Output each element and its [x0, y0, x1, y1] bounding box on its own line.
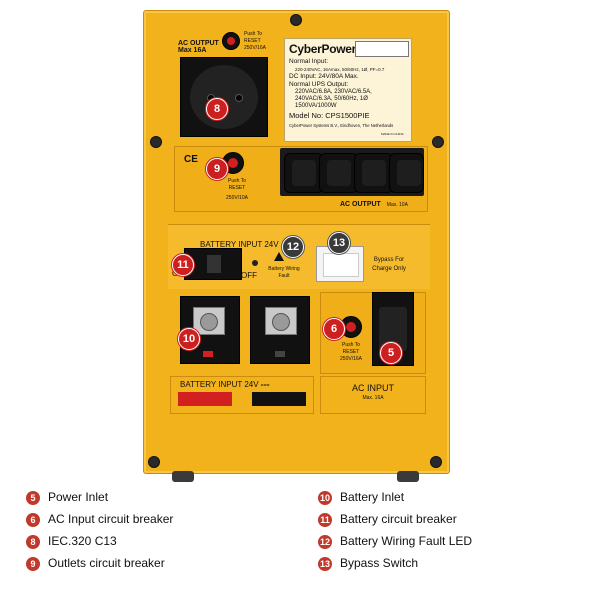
outlet-recess	[397, 160, 421, 186]
ac-input-label: AC INPUT	[351, 383, 394, 393]
callout-10: 10	[178, 328, 200, 350]
reset-button-red	[227, 37, 235, 45]
callout-8: 8	[206, 98, 228, 120]
c13-outlet-2[interactable]	[319, 153, 359, 193]
ac-input-max: Max. 16A	[362, 395, 384, 401]
positive-marker	[203, 351, 213, 357]
legend-label-6: AC Input circuit breaker	[48, 512, 174, 526]
screw-left-upper	[150, 136, 162, 148]
reset-button-red	[346, 322, 356, 332]
ce-mark: CE	[184, 154, 198, 165]
legend-label-8: IEC.320 C13	[48, 534, 117, 548]
battery-fault-led	[252, 260, 258, 266]
spec-line-4: 220VAC/6.8A, 230VAC/6.5A,	[295, 89, 372, 95]
legend-badge-10: 10	[318, 491, 332, 505]
legend-label-11: Battery circuit breaker	[340, 512, 457, 526]
battery-input-bottom-label: BATTERY INPUT 24V ===	[180, 380, 270, 389]
spec-line-3: Normal UPS Output:	[289, 81, 349, 88]
screw-head	[200, 313, 218, 331]
positive-strip	[178, 392, 232, 406]
spec-line-9: MADE IN CHINA	[381, 132, 404, 136]
battery-terminal-negative[interactable]	[250, 296, 310, 364]
ac-output-top-label: AC OUTPUT Max 16A	[178, 40, 219, 54]
spec-line-8: CyberPower Systems B.V., Eindhoven, The …	[289, 123, 394, 128]
socket-hole-right	[235, 94, 243, 102]
spec-line-6: 1500VA/1000W	[295, 103, 337, 109]
legend-badge-13: 13	[318, 557, 332, 571]
callout-6: 6	[323, 318, 345, 340]
reset-button-red	[228, 158, 238, 168]
c13-outlet-1[interactable]	[284, 153, 324, 193]
screw-right-lower	[430, 456, 442, 468]
push-reset-low: Push To RESET 250V/16A	[340, 342, 362, 362]
foot-right	[397, 471, 419, 482]
legend-label-12: Battery Wiring Fault LED	[340, 534, 473, 548]
foot-left	[172, 471, 194, 482]
bypass-switch[interactable]	[316, 246, 364, 282]
callout-12: 12	[282, 236, 304, 258]
legend-label-9: Outlets circuit breaker	[48, 556, 165, 570]
terminal-screw	[193, 307, 225, 335]
spec-line-7: Model No: CPS1500PIE	[289, 111, 370, 120]
legend-label-5: Power Inlet	[48, 490, 109, 504]
c13-outlet-4[interactable]	[389, 153, 424, 193]
brand-logo: CyberPower	[289, 42, 357, 56]
output-reset-button-top[interactable]	[222, 32, 240, 50]
battery-wiring-fault-label: Battery Wiring Fault	[268, 266, 300, 279]
callout-13: 13	[328, 232, 350, 254]
legend: 5 Power Inlet 6 AC Input circuit breaker…	[26, 490, 586, 580]
screw-left-lower	[148, 456, 160, 468]
spec-line-5: 240VAC/6.3A, 50/60Hz, 1Ø	[295, 96, 368, 102]
c13-outlet-3[interactable]	[354, 153, 394, 193]
legend-badge-8: 8	[26, 535, 40, 549]
callout-5: 5	[380, 342, 402, 364]
negative-strip	[252, 392, 306, 406]
off-label: OFF	[241, 271, 257, 280]
screw-right-upper	[432, 136, 444, 148]
ac-input-breaker[interactable]	[340, 316, 362, 338]
screw-head	[272, 313, 290, 331]
ac-output-mid-label: AC OUTPUT Max. 10A	[340, 201, 408, 208]
callout-11: 11	[172, 254, 194, 276]
push-reset-top: Push To RESET 250V/16A	[244, 31, 266, 51]
spec-label: CyberPower Normal Input: 220-240VAC, 16A…	[284, 38, 412, 142]
outlet-recess	[327, 160, 351, 186]
screw-top	[290, 14, 302, 26]
spec-line-0: Normal Input:	[289, 58, 329, 65]
battery-terminal-positive[interactable]	[180, 296, 240, 364]
callout-9: 9	[206, 158, 228, 180]
bypass-label: Bypass For Charge Only	[372, 257, 406, 272]
bottom-label-area	[170, 376, 314, 414]
serial-box	[355, 41, 409, 57]
negative-marker	[275, 351, 285, 357]
switch-rocker	[323, 253, 359, 277]
schuko-socket[interactable]	[180, 57, 268, 137]
push-reset-mid: Push To RESET 250V/10A	[226, 178, 248, 201]
terminal-screw	[265, 307, 297, 335]
legend-badge-9: 9	[26, 557, 40, 571]
legend-badge-11: 11	[318, 513, 332, 527]
legend-label-13: Bypass Switch	[340, 556, 419, 570]
ac-input-label-box: AC INPUT Max. 16A	[320, 376, 426, 414]
outlet-recess	[292, 160, 316, 186]
spec-line-1: 220-240VAC, 16Amax, 50/60Hz, 1Ø, PF=0.7	[295, 67, 385, 72]
battery-input-top-label: BATTERY INPUT 24V	[200, 240, 279, 249]
warning-triangle-icon	[274, 252, 284, 261]
legend-badge-5: 5	[26, 491, 40, 505]
outlet-recess	[362, 160, 386, 186]
socket-recess	[190, 65, 258, 129]
breaker-toggle	[207, 255, 221, 273]
spec-line-2: DC Input: 24V/80A Max.	[289, 73, 359, 80]
legend-badge-12: 12	[318, 535, 332, 549]
legend-badge-6: 6	[26, 513, 40, 527]
legend-label-10: Battery Inlet	[340, 490, 405, 504]
